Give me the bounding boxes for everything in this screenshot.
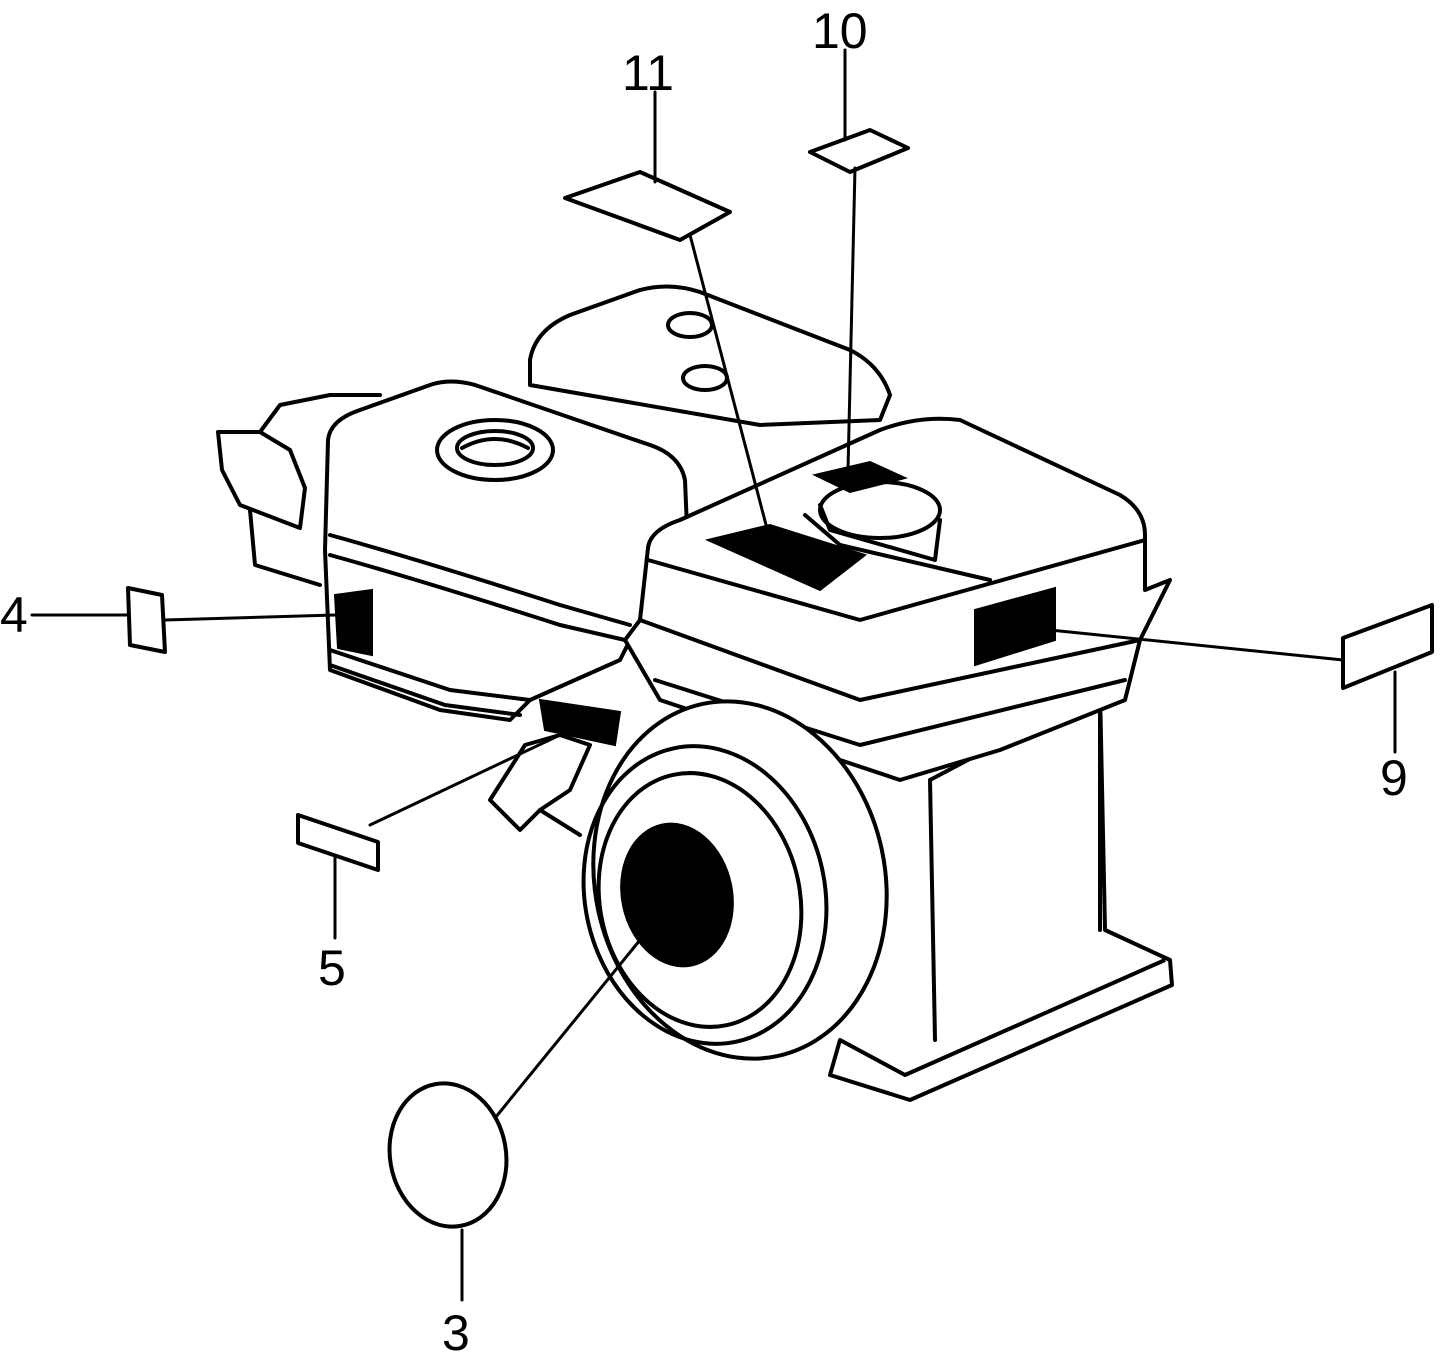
top-cover bbox=[528, 284, 892, 427]
starter-grip bbox=[488, 733, 592, 832]
loose-labels bbox=[126, 128, 1434, 1229]
decal-area-4 bbox=[333, 588, 373, 657]
decal-area-5 bbox=[538, 698, 622, 747]
label-part-11 bbox=[563, 170, 732, 242]
callout-4: 4 bbox=[0, 587, 28, 643]
callout-numbers: 3 4 5 9 10 11 bbox=[0, 3, 1408, 1358]
decal-area-9 bbox=[974, 586, 1056, 667]
callout-5: 5 bbox=[318, 940, 346, 996]
decal-area-11 bbox=[704, 523, 868, 592]
label-part-10 bbox=[808, 128, 910, 174]
leader-lines bbox=[30, 48, 1397, 1302]
starter-center bbox=[620, 822, 734, 968]
side-handle bbox=[216, 430, 307, 530]
decal-area-10 bbox=[812, 460, 908, 494]
callout-9: 9 bbox=[1380, 750, 1408, 806]
callout-3: 3 bbox=[442, 1305, 470, 1358]
callout-10: 10 bbox=[812, 3, 868, 59]
label-part-3 bbox=[387, 1081, 509, 1229]
label-part-4 bbox=[126, 586, 167, 654]
callout-11: 11 bbox=[622, 45, 674, 101]
engine-base bbox=[828, 688, 1174, 1102]
engine-illustration bbox=[216, 284, 1174, 1102]
label-part-5 bbox=[296, 813, 380, 872]
label-part-9 bbox=[1341, 603, 1434, 690]
oil-cap bbox=[818, 480, 942, 540]
